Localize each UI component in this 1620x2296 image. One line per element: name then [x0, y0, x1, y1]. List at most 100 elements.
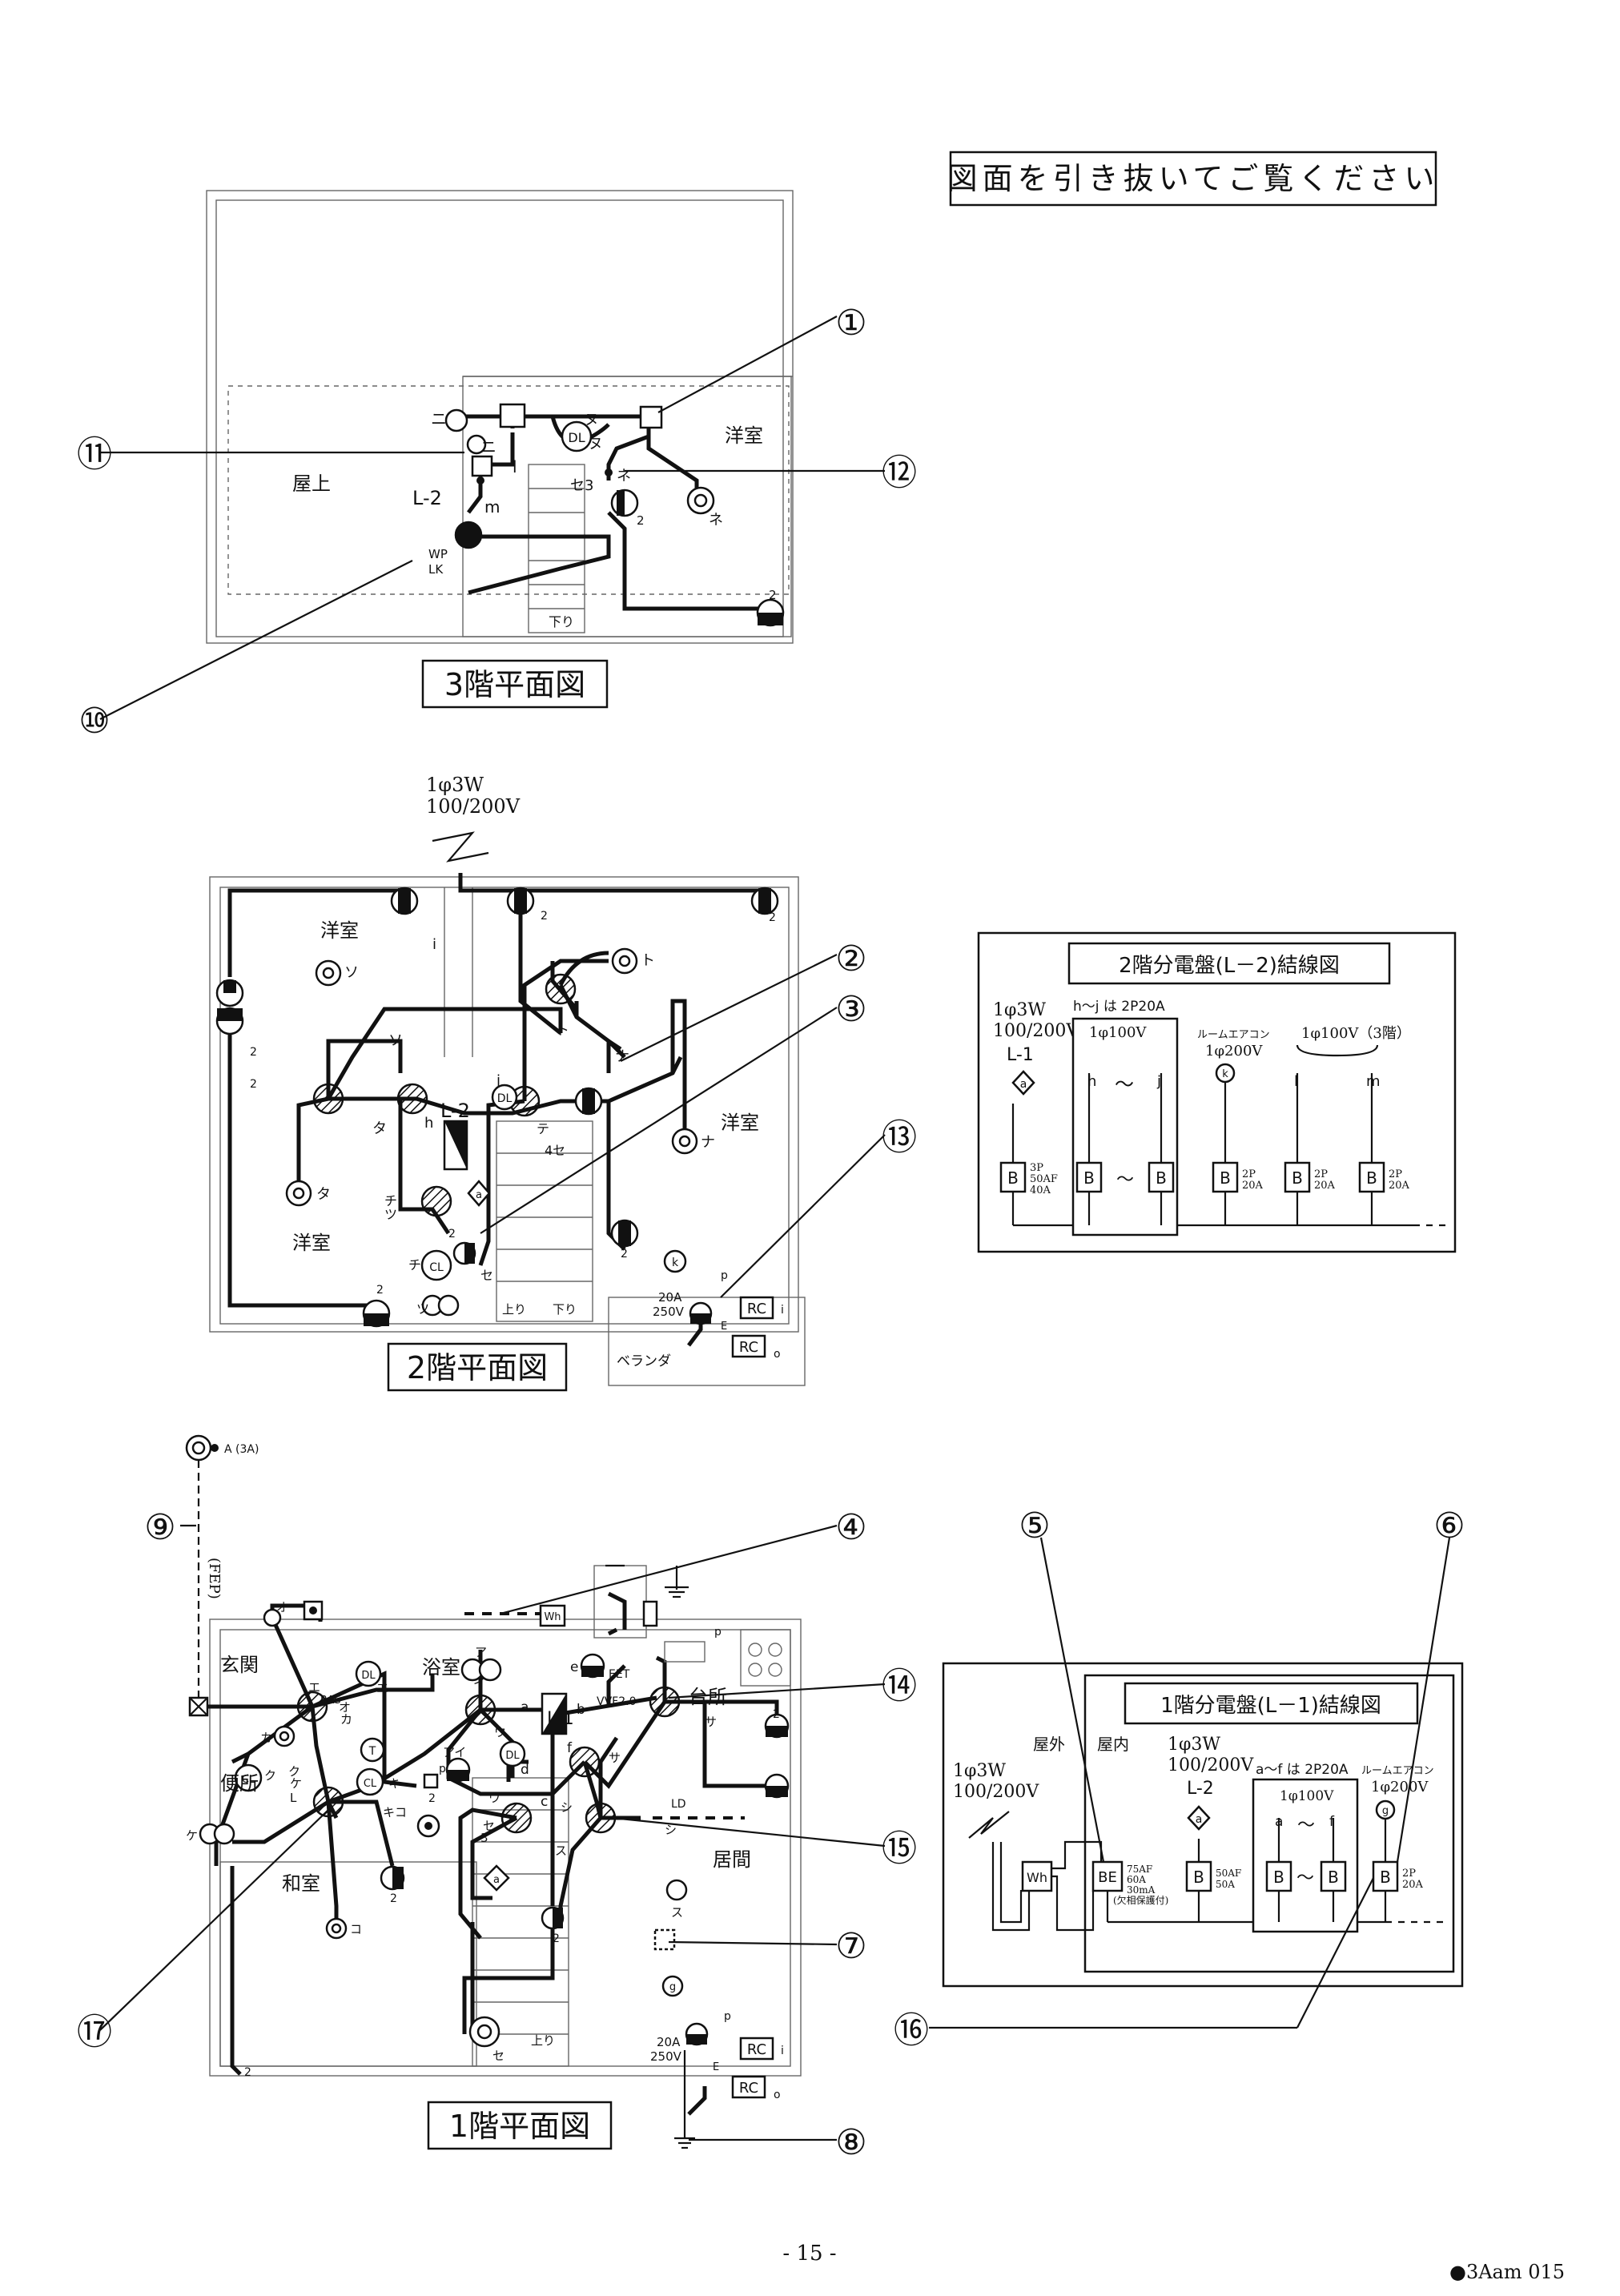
- label-ku: ク: [288, 1764, 300, 1779]
- floor3-title: 3階平面図: [444, 667, 585, 702]
- rating-2p: 2P: [1389, 1168, 1402, 1180]
- label-ei2: エ: [376, 1681, 388, 1695]
- callout-17: ⑰: [77, 2012, 112, 2053]
- callout-12: ⑫: [882, 452, 917, 493]
- aircon-outlet-icon: [661, 1975, 684, 1997]
- rating-20a: 20A: [1242, 1180, 1264, 1192]
- ceiling-light-icon: [464, 1694, 496, 1726]
- page-number: - 15 -: [782, 2242, 836, 2266]
- room-western-e: 洋室: [721, 1112, 759, 1134]
- aircon-outlet-icon: [665, 1879, 688, 1901]
- rc-o-label: o: [774, 1348, 781, 1361]
- label-j: j: [496, 1072, 500, 1089]
- ceiling-light-icon: [569, 1746, 601, 1778]
- cl-icon: [234, 1763, 263, 1792]
- panel-l2-title: 2階分電盤(L－2)結線図: [1119, 954, 1340, 978]
- label-l2: L-2: [440, 1100, 470, 1122]
- p-label: p: [724, 2010, 731, 2023]
- label-shi2: シ: [665, 1823, 677, 1837]
- panel-l1-breaker-a: B: [1273, 1868, 1284, 1887]
- floor2-plan: 1φ3W 100/200V: [209, 774, 806, 1392]
- label-ka2: カ: [260, 1731, 272, 1745]
- label-two: 2: [376, 1284, 384, 1297]
- room-japanese: 和室: [282, 1872, 320, 1895]
- label-down: 下り: [549, 614, 574, 629]
- label-l: l: [513, 457, 517, 476]
- panel-l1-a: a: [1196, 1813, 1203, 1826]
- panel-l1-range-f: f: [1329, 1814, 1335, 1830]
- aircon-outlet-icon: [663, 1249, 687, 1273]
- leader-lines: [98, 316, 1451, 2141]
- label-ke: ケ: [290, 1776, 302, 1791]
- callout-8: ⑧: [835, 2122, 866, 2163]
- rc-label: RC: [747, 2041, 766, 2058]
- panel-l1-range-a: a: [1275, 1814, 1283, 1830]
- panel-l2-a: a: [1020, 1078, 1027, 1091]
- label-two: 2: [428, 1792, 436, 1805]
- outlet-icon: [454, 521, 483, 549]
- label-wp: WP: [428, 547, 448, 561]
- a-label: a: [476, 1189, 482, 1201]
- label-ka: カ: [340, 1712, 352, 1727]
- volt-label: 250V: [653, 1305, 685, 1319]
- downlight-icon: [491, 1084, 518, 1111]
- rc-i-label: i: [781, 1304, 784, 1317]
- panel-l1-breaker-f: B: [1328, 1868, 1339, 1887]
- panel-l1-supply-left2: 100/200V: [953, 1782, 1039, 1802]
- label-sa2: サ: [705, 1715, 717, 1729]
- label-te: テ: [537, 1121, 549, 1136]
- volt-label: 250V: [650, 2049, 682, 2064]
- breaker-l: B: [1292, 1168, 1303, 1188]
- label-so2: ソ: [388, 1032, 403, 1049]
- ceiling-light-icon: [420, 1185, 452, 1217]
- label-tsu: ツ: [384, 1207, 397, 1222]
- label-u: ウ: [494, 1725, 506, 1739]
- panel-l1-tilde: ～: [1297, 1815, 1315, 1836]
- panel-l2-supply2: 100/200V: [993, 1021, 1079, 1041]
- panel-l1-g: g: [1382, 1805, 1389, 1817]
- rating-20a: 20A: [1389, 1180, 1410, 1192]
- main-rating2: 50AF: [1030, 1173, 1058, 1185]
- label-c: c: [541, 1794, 548, 1810]
- panel-l2-tilde2: ～: [1116, 1170, 1134, 1190]
- breaker-j: B: [1156, 1168, 1167, 1188]
- label-chi2: チ: [408, 1257, 421, 1273]
- label-tsu2: ツ: [416, 1301, 429, 1317]
- e-label: E: [721, 1321, 727, 1333]
- panel-l2-l: l: [1294, 1073, 1298, 1090]
- label-se: セ: [480, 1268, 493, 1283]
- floor3-plan: DL ニ ニ ヌ ヌ ネ ネ l m セ3 L-2 屋上 洋室 下り WP LK…: [206, 190, 794, 709]
- be-rating4: (欠相保護付): [1113, 1894, 1168, 1906]
- rc-label: RC: [747, 1301, 766, 1317]
- main-rating3: 40A: [1030, 1184, 1051, 1196]
- thermostat-icon: [360, 1737, 385, 1763]
- label-i: i: [432, 936, 436, 953]
- callout-3: ③: [835, 989, 866, 1030]
- ceiling-light-icon: [296, 1691, 328, 1723]
- panel-l2-h: h: [1087, 1073, 1096, 1090]
- label-m: m: [484, 497, 500, 517]
- ceiling-light-icon: [585, 1802, 617, 1834]
- panel-l1-l2: L-2: [1187, 1779, 1214, 1799]
- callout-13: ⑬: [882, 1117, 917, 1158]
- label-a3a: A (3A): [224, 1443, 259, 1456]
- panel-l1-group100: 1φ100V: [1280, 1788, 1334, 1804]
- room-western: 洋室: [725, 424, 763, 447]
- g-label: g: [669, 1981, 676, 1993]
- ceiling-light-icon: [396, 1083, 428, 1115]
- ceiling-light-icon: [500, 1802, 533, 1834]
- label-ne2: ネ: [709, 512, 723, 529]
- callout-4: ④: [835, 1507, 866, 1548]
- label-ni: ニ: [431, 409, 447, 428]
- room-veranda: ベランダ: [617, 1353, 671, 1369]
- label-l-1f: L: [290, 1791, 297, 1805]
- junction-box: [499, 403, 526, 428]
- panel-l1-note: a～f は 2P20A: [1256, 1762, 1349, 1778]
- label-a: a: [521, 1699, 529, 1715]
- be-rating3: 30mA: [1127, 1884, 1156, 1896]
- callout-10: ⑩: [78, 701, 110, 742]
- rc-i-label: i: [781, 2045, 784, 2057]
- junction-box: [471, 455, 493, 477]
- be-rating1: 75AF: [1127, 1864, 1152, 1875]
